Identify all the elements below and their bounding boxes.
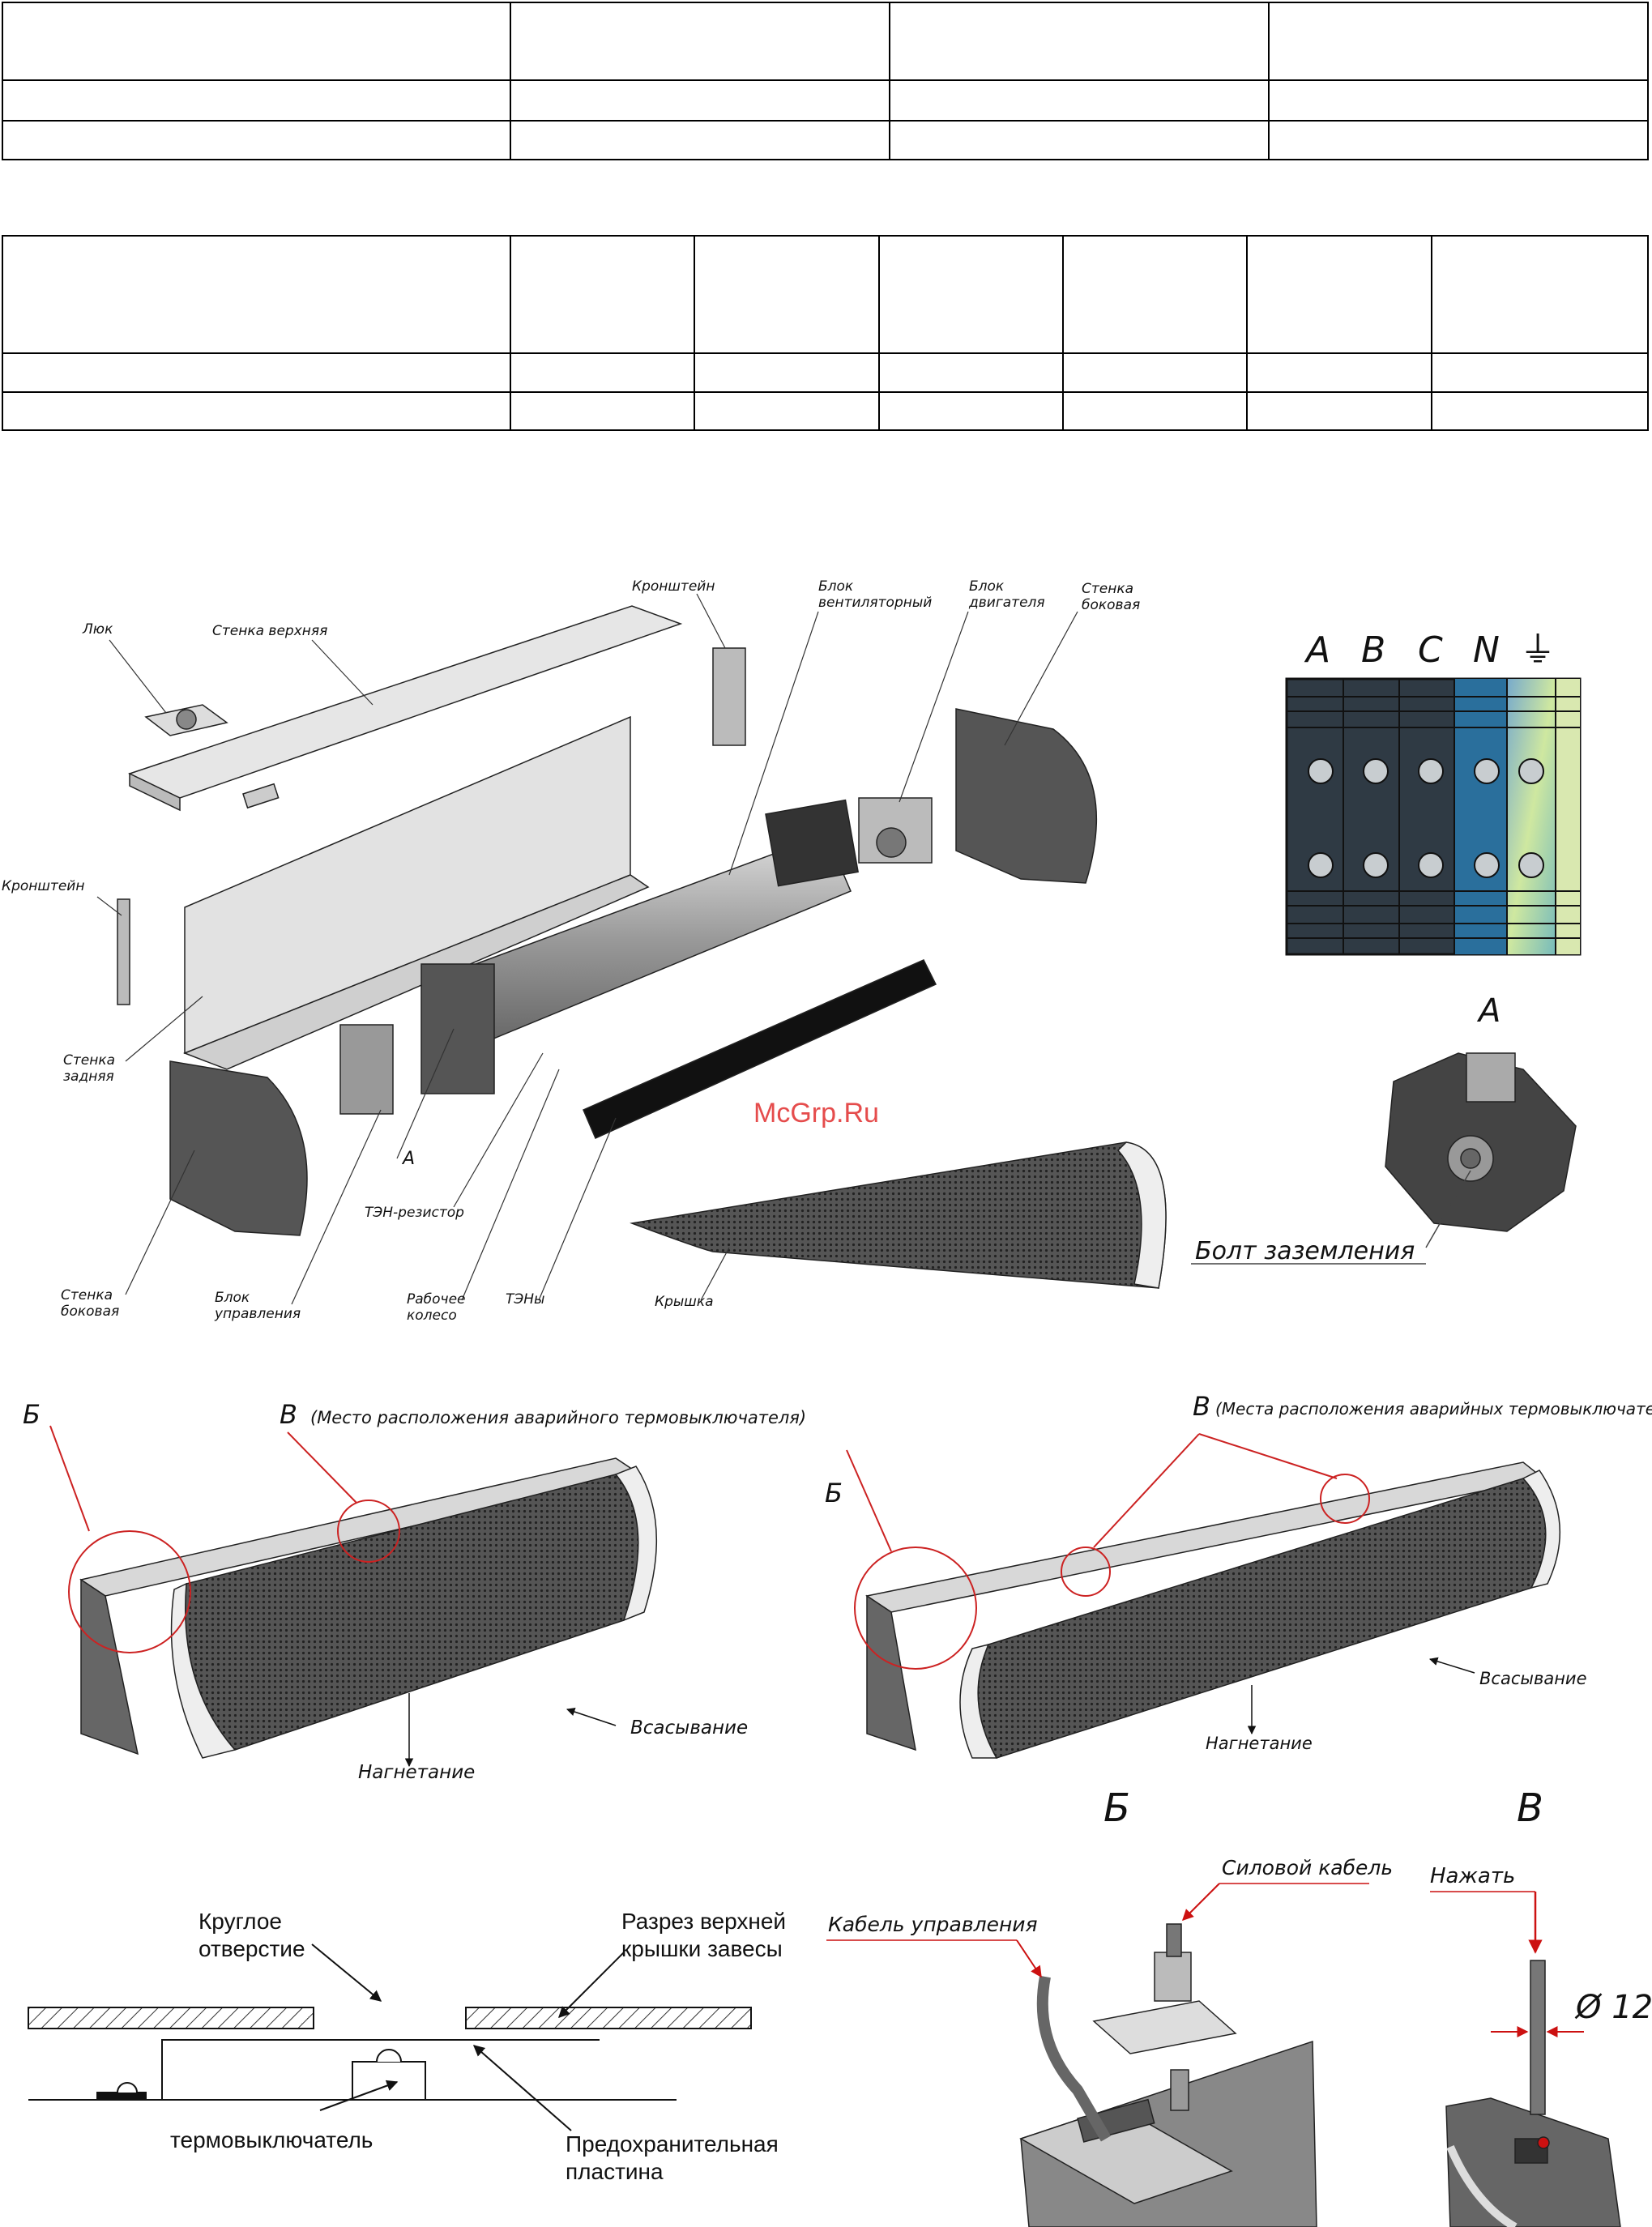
diameter-label: Ø 12 [1576, 1989, 1652, 2026]
table1-cell [888, 2, 1270, 81]
rear-wall-label: Стенка задняя [63, 1052, 116, 1085]
side-wall-right-label: Стенка боковая [1082, 581, 1141, 613]
top-cover-section-label: Разрез верхней крышки завесы [621, 1909, 787, 1961]
detail-v-title: В [1517, 1785, 1543, 1831]
table2-cell [510, 391, 696, 431]
table2-cell [1062, 391, 1249, 431]
table2-cell [1430, 391, 1650, 431]
table1-cell [888, 120, 1270, 160]
spec-table-2 [1, 235, 1650, 431]
table1-cell [1267, 120, 1650, 160]
right-callout-v: В [1193, 1391, 1210, 1422]
protective-plate-label: Предохранительная пластина [566, 2131, 779, 2184]
table2-cell [1246, 391, 1432, 431]
curtain-left [49, 1425, 658, 1768]
heaters-label: ТЭНы [506, 1291, 545, 1308]
table1-cell [1267, 2, 1650, 81]
left-discharge-label: Нагнетание [358, 1762, 476, 1783]
table2-cell [1062, 235, 1249, 354]
ground-bolt-label: Болт заземления [1195, 1237, 1415, 1265]
spec-table-1 [2, 2, 1650, 160]
terminal-n-label: N [1473, 629, 1500, 671]
table2-cell [694, 352, 880, 393]
heater-resistor-label: ТЭН-резистор [365, 1205, 464, 1221]
table2-cell [877, 352, 1065, 393]
table1-cell [2, 120, 511, 160]
table2-cell [694, 235, 880, 354]
table1-cell [888, 79, 1270, 122]
right-discharge-label: Нагнетание [1206, 1734, 1313, 1753]
detail-a-label: А [403, 1149, 416, 1169]
terminal-c-label: C [1418, 629, 1443, 671]
table2-cell [877, 235, 1065, 354]
ground-bolt-detail [1191, 1052, 1577, 1265]
control-cable-label: Кабель управления [828, 1913, 1038, 1936]
terminal-block [1285, 677, 1582, 956]
table1-cell [509, 79, 890, 122]
table1-cell [509, 120, 890, 160]
exploded-view [96, 593, 1167, 1305]
cover-label: Крышка [655, 1294, 714, 1310]
hatch-label: Люк [83, 621, 113, 638]
left-callout-v: В [280, 1399, 297, 1430]
control-unit-label: Блок управления [215, 1290, 301, 1322]
table2-cell [1430, 235, 1650, 354]
table2-cell [510, 352, 696, 393]
table2-cell [1, 391, 512, 431]
table2-cell [1246, 235, 1432, 354]
thermal-switch-label: термовыключатель [170, 2127, 374, 2152]
bracket-top-label: Кронштейн [632, 578, 715, 595]
table2-cell [1, 352, 512, 393]
table2-cell [1430, 352, 1650, 393]
side-wall-left-label: Стенка боковая [61, 1287, 120, 1320]
fan-unit-label: Блок вентиляторный [818, 578, 933, 611]
impeller-label: Рабочее колесо [407, 1291, 466, 1324]
motor-unit-label: Блок двигателя [969, 578, 1045, 611]
round-hole-label: Круглое отверстие [198, 1909, 305, 1961]
right-callout-v-note: (Места расположения аварийных термовыклю… [1215, 1399, 1652, 1419]
left-callout-v-note: (Место расположения аварийного термовыкл… [310, 1408, 807, 1427]
ground-icon: ⏚ [1520, 629, 1556, 671]
detail-v [1430, 1891, 1621, 2227]
table2-header-cell [1, 235, 512, 354]
right-intake-label: Всасывание [1479, 1669, 1587, 1688]
table2-cell [1062, 352, 1249, 393]
table1-header-cell [2, 2, 511, 81]
power-cable-label: Силовой кабель [1222, 1856, 1394, 1879]
terminal-a-label: A [1306, 629, 1331, 671]
curtain-right [846, 1433, 1561, 1759]
table1-cell [1267, 79, 1650, 122]
bracket-left-label: Кронштейн [2, 878, 85, 894]
table2-cell [694, 391, 880, 431]
table1-cell [2, 79, 511, 122]
detail-a-title: А [1479, 992, 1501, 1030]
table2-cell [877, 391, 1065, 431]
left-intake-label: Всасывание [630, 1717, 749, 1739]
table1-cell [509, 2, 890, 81]
left-callout-b: Б [23, 1399, 41, 1430]
table2-cell [510, 235, 696, 354]
watermark: McGrp.Ru [753, 1098, 879, 1128]
detail-b [826, 1883, 1369, 2227]
section-scheme [28, 1943, 752, 2131]
right-callout-b: Б [825, 1478, 843, 1508]
press-label: Нажать [1430, 1864, 1516, 1888]
terminal-b-label: B [1361, 629, 1386, 671]
table2-cell [1246, 352, 1432, 393]
top-wall-label: Стенка верхняя [212, 623, 328, 639]
detail-b-title: Б [1103, 1785, 1130, 1831]
